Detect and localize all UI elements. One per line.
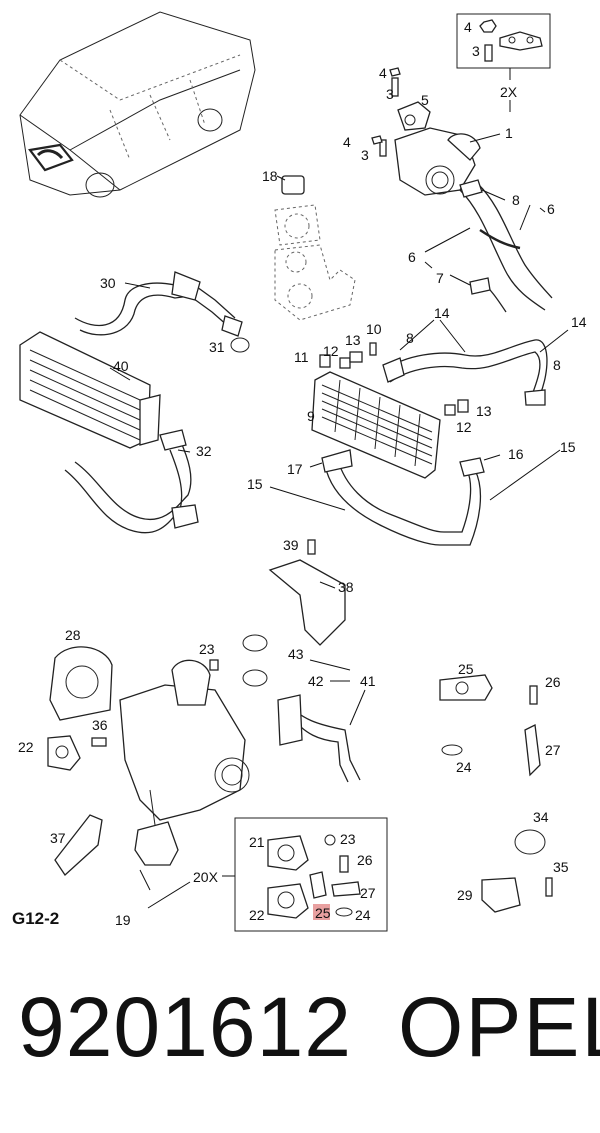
callout-19: 19 xyxy=(115,912,131,928)
callout-8: 8 xyxy=(406,330,414,346)
callout-8: 8 xyxy=(553,357,561,373)
callout-17: 17 xyxy=(287,461,303,477)
callout-3: 3 xyxy=(472,43,480,59)
callout-2x: 2X xyxy=(500,84,518,100)
callout-26: 26 xyxy=(357,852,373,868)
callout-22: 22 xyxy=(18,739,34,755)
callout-8: 8 xyxy=(512,192,520,208)
callout-43: 43 xyxy=(288,646,304,662)
callout-18: 18 xyxy=(262,168,278,184)
callout-31: 31 xyxy=(209,339,225,355)
callout-22: 22 xyxy=(249,907,265,923)
turbocharger-1 xyxy=(394,101,481,196)
callout-12: 12 xyxy=(456,419,472,435)
callout-25: 25 xyxy=(458,661,474,677)
callout-38: 38 xyxy=(338,579,354,595)
section-code: G12-2 xyxy=(12,909,59,928)
callout-29: 29 xyxy=(457,887,473,903)
callout-14: 14 xyxy=(434,305,450,321)
callout-7: 7 xyxy=(436,270,444,286)
callout-5: 5 xyxy=(421,92,429,108)
callout-13: 13 xyxy=(476,403,492,419)
intercooler-9 xyxy=(311,371,441,479)
callout-10: 10 xyxy=(366,321,382,337)
callout-13: 13 xyxy=(345,332,361,348)
van-illustration xyxy=(19,11,256,198)
parts-diagram: 1 2X 3 3 3 4 4 4 5 6 6 7 8 8 8 9 10 11 1… xyxy=(12,11,587,932)
callout-15: 15 xyxy=(560,439,576,455)
box-20x xyxy=(234,817,388,932)
callout-40: 40 xyxy=(113,358,129,374)
brand-name: OPEL xyxy=(398,980,600,1074)
callout-24: 24 xyxy=(456,759,472,775)
turbocharger-19 xyxy=(119,659,250,866)
callout-23: 23 xyxy=(199,641,215,657)
callout-26: 26 xyxy=(545,674,561,690)
callout-27: 27 xyxy=(360,885,376,901)
callout-11: 11 xyxy=(294,349,309,365)
callout-32: 32 xyxy=(196,443,212,459)
callout-1: 1 xyxy=(505,125,513,141)
callout-37: 37 xyxy=(50,830,66,846)
highlight-25 xyxy=(313,904,330,920)
callout-6: 6 xyxy=(547,201,555,217)
callout-12: 12 xyxy=(323,343,339,359)
callout-41: 41 xyxy=(360,673,376,689)
callout-9: 9 xyxy=(307,408,315,424)
callout-15: 15 xyxy=(247,476,263,492)
callout-4: 4 xyxy=(379,65,387,81)
callout-30: 30 xyxy=(100,275,116,291)
callout-42: 42 xyxy=(308,673,324,689)
callout-4: 4 xyxy=(464,19,472,35)
callout-3: 3 xyxy=(361,147,369,163)
callout-28: 28 xyxy=(65,627,81,643)
callout-4: 4 xyxy=(343,134,351,150)
callout-39: 39 xyxy=(283,537,299,553)
callout-23: 23 xyxy=(340,831,356,847)
footer: 9201612 OPEL xyxy=(0,985,600,1105)
callout-20x: 20X xyxy=(193,869,219,885)
callout-27: 27 xyxy=(545,742,561,758)
callout-36: 36 xyxy=(92,717,108,733)
callout-3: 3 xyxy=(386,86,394,102)
callout-34: 34 xyxy=(533,809,549,825)
part-number: 9201612 xyxy=(18,980,353,1074)
callout-16: 16 xyxy=(508,446,524,462)
callout-24: 24 xyxy=(355,907,371,923)
box-2x xyxy=(456,13,551,69)
callout-6: 6 xyxy=(408,249,416,265)
callout-14: 14 xyxy=(571,314,587,330)
callout-25-highlighted: 25 xyxy=(315,905,331,921)
callout-21: 21 xyxy=(249,834,265,850)
intercooler-40 xyxy=(19,331,161,449)
callout-labels: 1 2X 3 3 3 4 4 4 5 6 6 7 8 8 8 9 10 11 1… xyxy=(12,19,587,928)
callout-35: 35 xyxy=(553,859,569,875)
